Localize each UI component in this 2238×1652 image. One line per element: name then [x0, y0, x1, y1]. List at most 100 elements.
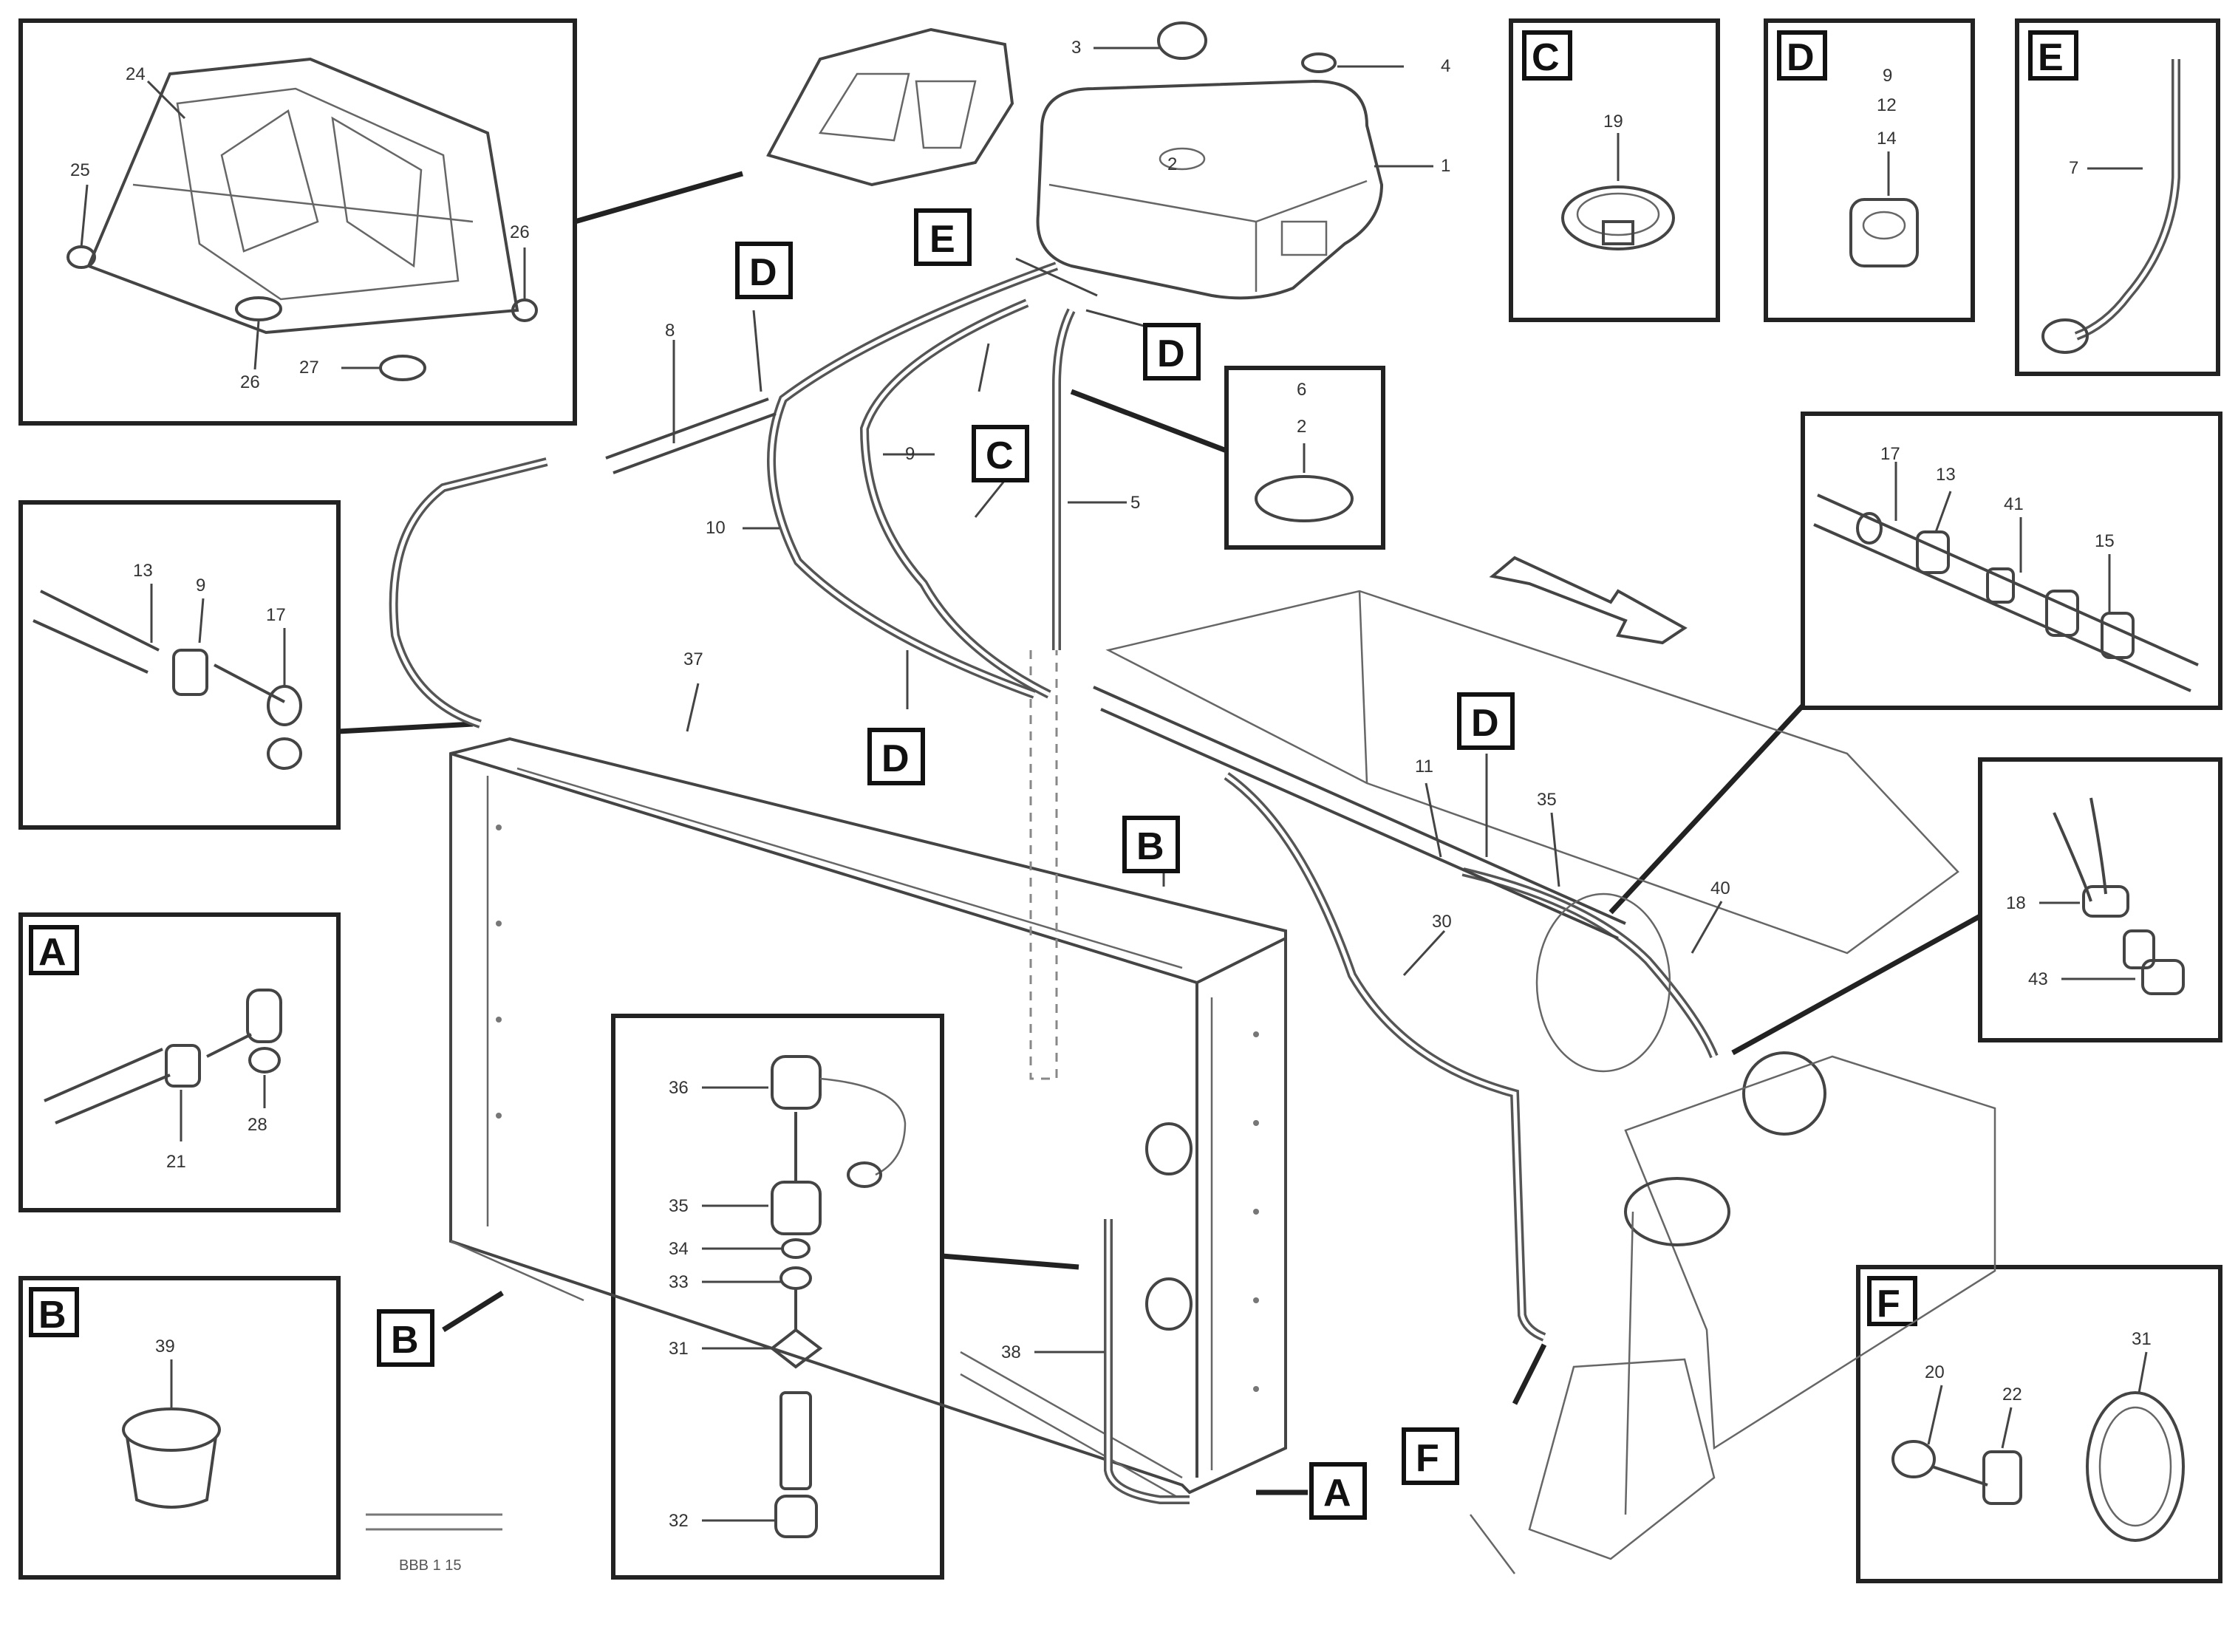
callout-21: 21: [166, 1152, 186, 1172]
callout-40: 40: [1710, 878, 1730, 898]
tag-b: B: [38, 1294, 66, 1337]
callout-9: 9: [196, 576, 205, 595]
callout-17: 17: [1880, 444, 1900, 464]
callout-2: 2: [1167, 154, 1177, 174]
callout-37: 37: [683, 649, 703, 669]
tag-c-main: C: [986, 434, 1014, 477]
callout-10: 10: [706, 518, 726, 538]
callout-25: 25: [70, 160, 90, 180]
callout-3: 3: [1071, 38, 1081, 58]
bleed-drawing: [2053, 797, 2185, 995]
tag-d-main-4: D: [1471, 702, 1499, 745]
tag-d: D: [1787, 36, 1815, 79]
o-ring-drawing: [1255, 475, 1354, 522]
callout-20: 20: [1925, 1362, 1945, 1382]
callout-38: 38: [1001, 1342, 1021, 1362]
callout-8: 8: [665, 321, 675, 341]
tag-e: E: [2038, 36, 2064, 79]
callout-13: 13: [1936, 465, 1956, 485]
tag-c-box: [1522, 30, 1572, 81]
detail-b-panel: B 39: [18, 1276, 341, 1580]
callout-26: 26: [510, 222, 530, 242]
callout-24: 24: [126, 64, 146, 84]
hose-fittings-pointer-line: [1608, 703, 1805, 915]
callout-36: 36: [669, 1078, 689, 1098]
figure-code: BBB 1 15: [399, 1557, 462, 1574]
tank-mounting-bracket: [766, 27, 1014, 187]
callout-18: 18: [2006, 893, 2026, 913]
callout-4: 4: [1441, 56, 1450, 76]
tag-a-main: A: [1323, 1472, 1351, 1515]
callout-43: 43: [2028, 969, 2048, 989]
callout-39: 39: [155, 1337, 175, 1356]
tag-f-main: F: [1416, 1437, 1439, 1480]
callout-31: 31: [669, 1339, 689, 1359]
callout-28: 28: [248, 1115, 267, 1135]
callout-14: 14: [1877, 129, 1897, 149]
detail-oring-panel: 6 2: [1224, 366, 1385, 550]
callout-11: 11: [1415, 757, 1433, 776]
radiator-assembly: [449, 737, 1287, 1504]
main-leaders: [442, 257, 1723, 1495]
callout-2: 2: [1297, 417, 1306, 437]
hose-fittings-drawing: [1813, 494, 2199, 692]
sensor-pointer-line: [941, 1253, 1079, 1270]
f-clamp-drawing: [1891, 1391, 2185, 1542]
callout-5: 5: [1130, 493, 1140, 513]
detail-e-panel: E 7: [2015, 18, 2220, 376]
tag-f-box: [1867, 1276, 1917, 1326]
callout-33: 33: [669, 1272, 689, 1292]
bracket-leaders: [80, 80, 526, 370]
callout-31: 31: [2132, 1329, 2152, 1349]
tag-d-main-3: D: [881, 737, 910, 780]
sensor-stack-drawing: [769, 1055, 907, 1538]
callout-35: 35: [1537, 790, 1557, 810]
hose-clamp-drawing: [1561, 185, 1675, 250]
detail-sensor-stack-panel: 36 35 34 33 31 32: [611, 1014, 944, 1580]
tag-d-main-2: D: [1157, 332, 1185, 375]
tag-a: A: [38, 931, 66, 974]
oring-pointer-line: [1070, 389, 1228, 454]
callout-19: 19: [1603, 112, 1623, 132]
callout-34: 34: [669, 1239, 689, 1259]
bracket-drawing: [66, 57, 538, 381]
figure-footer: BBB 1 15: [366, 1513, 502, 1574]
callout-6: 6: [1297, 380, 1306, 400]
detail-bleed-panel: 18 43: [1978, 757, 2222, 1042]
tag-d-box: [1777, 30, 1827, 81]
callout-17: 17: [266, 605, 286, 625]
tag-b-box: [29, 1287, 79, 1337]
clip-drawing: [1849, 198, 1919, 267]
detail-fitting-panel: 13 9 17: [18, 500, 341, 830]
expansion-tank: [1036, 21, 1433, 300]
detail-bracket-panel: 24 25 26 27 26: [18, 18, 577, 426]
tag-b-main-2: B: [391, 1319, 419, 1362]
callout-7: 7: [2069, 158, 2078, 178]
a-fitting-drawing: [44, 989, 282, 1124]
tag-d-main-1: D: [749, 251, 777, 294]
bleed-pointer-line: [1731, 913, 1982, 1056]
main-section-tags: D E D C D D B B A F: [377, 208, 1515, 1520]
callout-30: 30: [1432, 912, 1452, 932]
engine-outline: [1105, 590, 1996, 1574]
detail-f-panel: F 20 22 31: [1856, 1265, 2222, 1583]
detail-d-panel: D 9 12 14: [1764, 18, 1975, 322]
callout-12: 12: [1877, 95, 1897, 115]
callout-15: 15: [2095, 531, 2115, 551]
tag-b-main-1: B: [1136, 825, 1164, 868]
hidden-pipe-dashed: [1029, 650, 1058, 1080]
callout-32: 32: [669, 1511, 689, 1531]
callout-22: 22: [2002, 1385, 2022, 1404]
cap-drawing: [122, 1407, 221, 1509]
tag-e-main: E: [929, 218, 955, 261]
tag-c: C: [1532, 36, 1560, 79]
pipe-bend-drawing: [2041, 59, 2180, 354]
callout-9: 9: [1883, 66, 1892, 86]
tag-a-box: [29, 925, 79, 975]
detail-a-panel: A 21 28: [18, 912, 341, 1212]
callout-41: 41: [2004, 494, 2024, 514]
tag-f: F: [1877, 1283, 1900, 1325]
detail-c-panel: C 19: [1509, 18, 1720, 322]
callout-1: 1: [1441, 156, 1450, 176]
